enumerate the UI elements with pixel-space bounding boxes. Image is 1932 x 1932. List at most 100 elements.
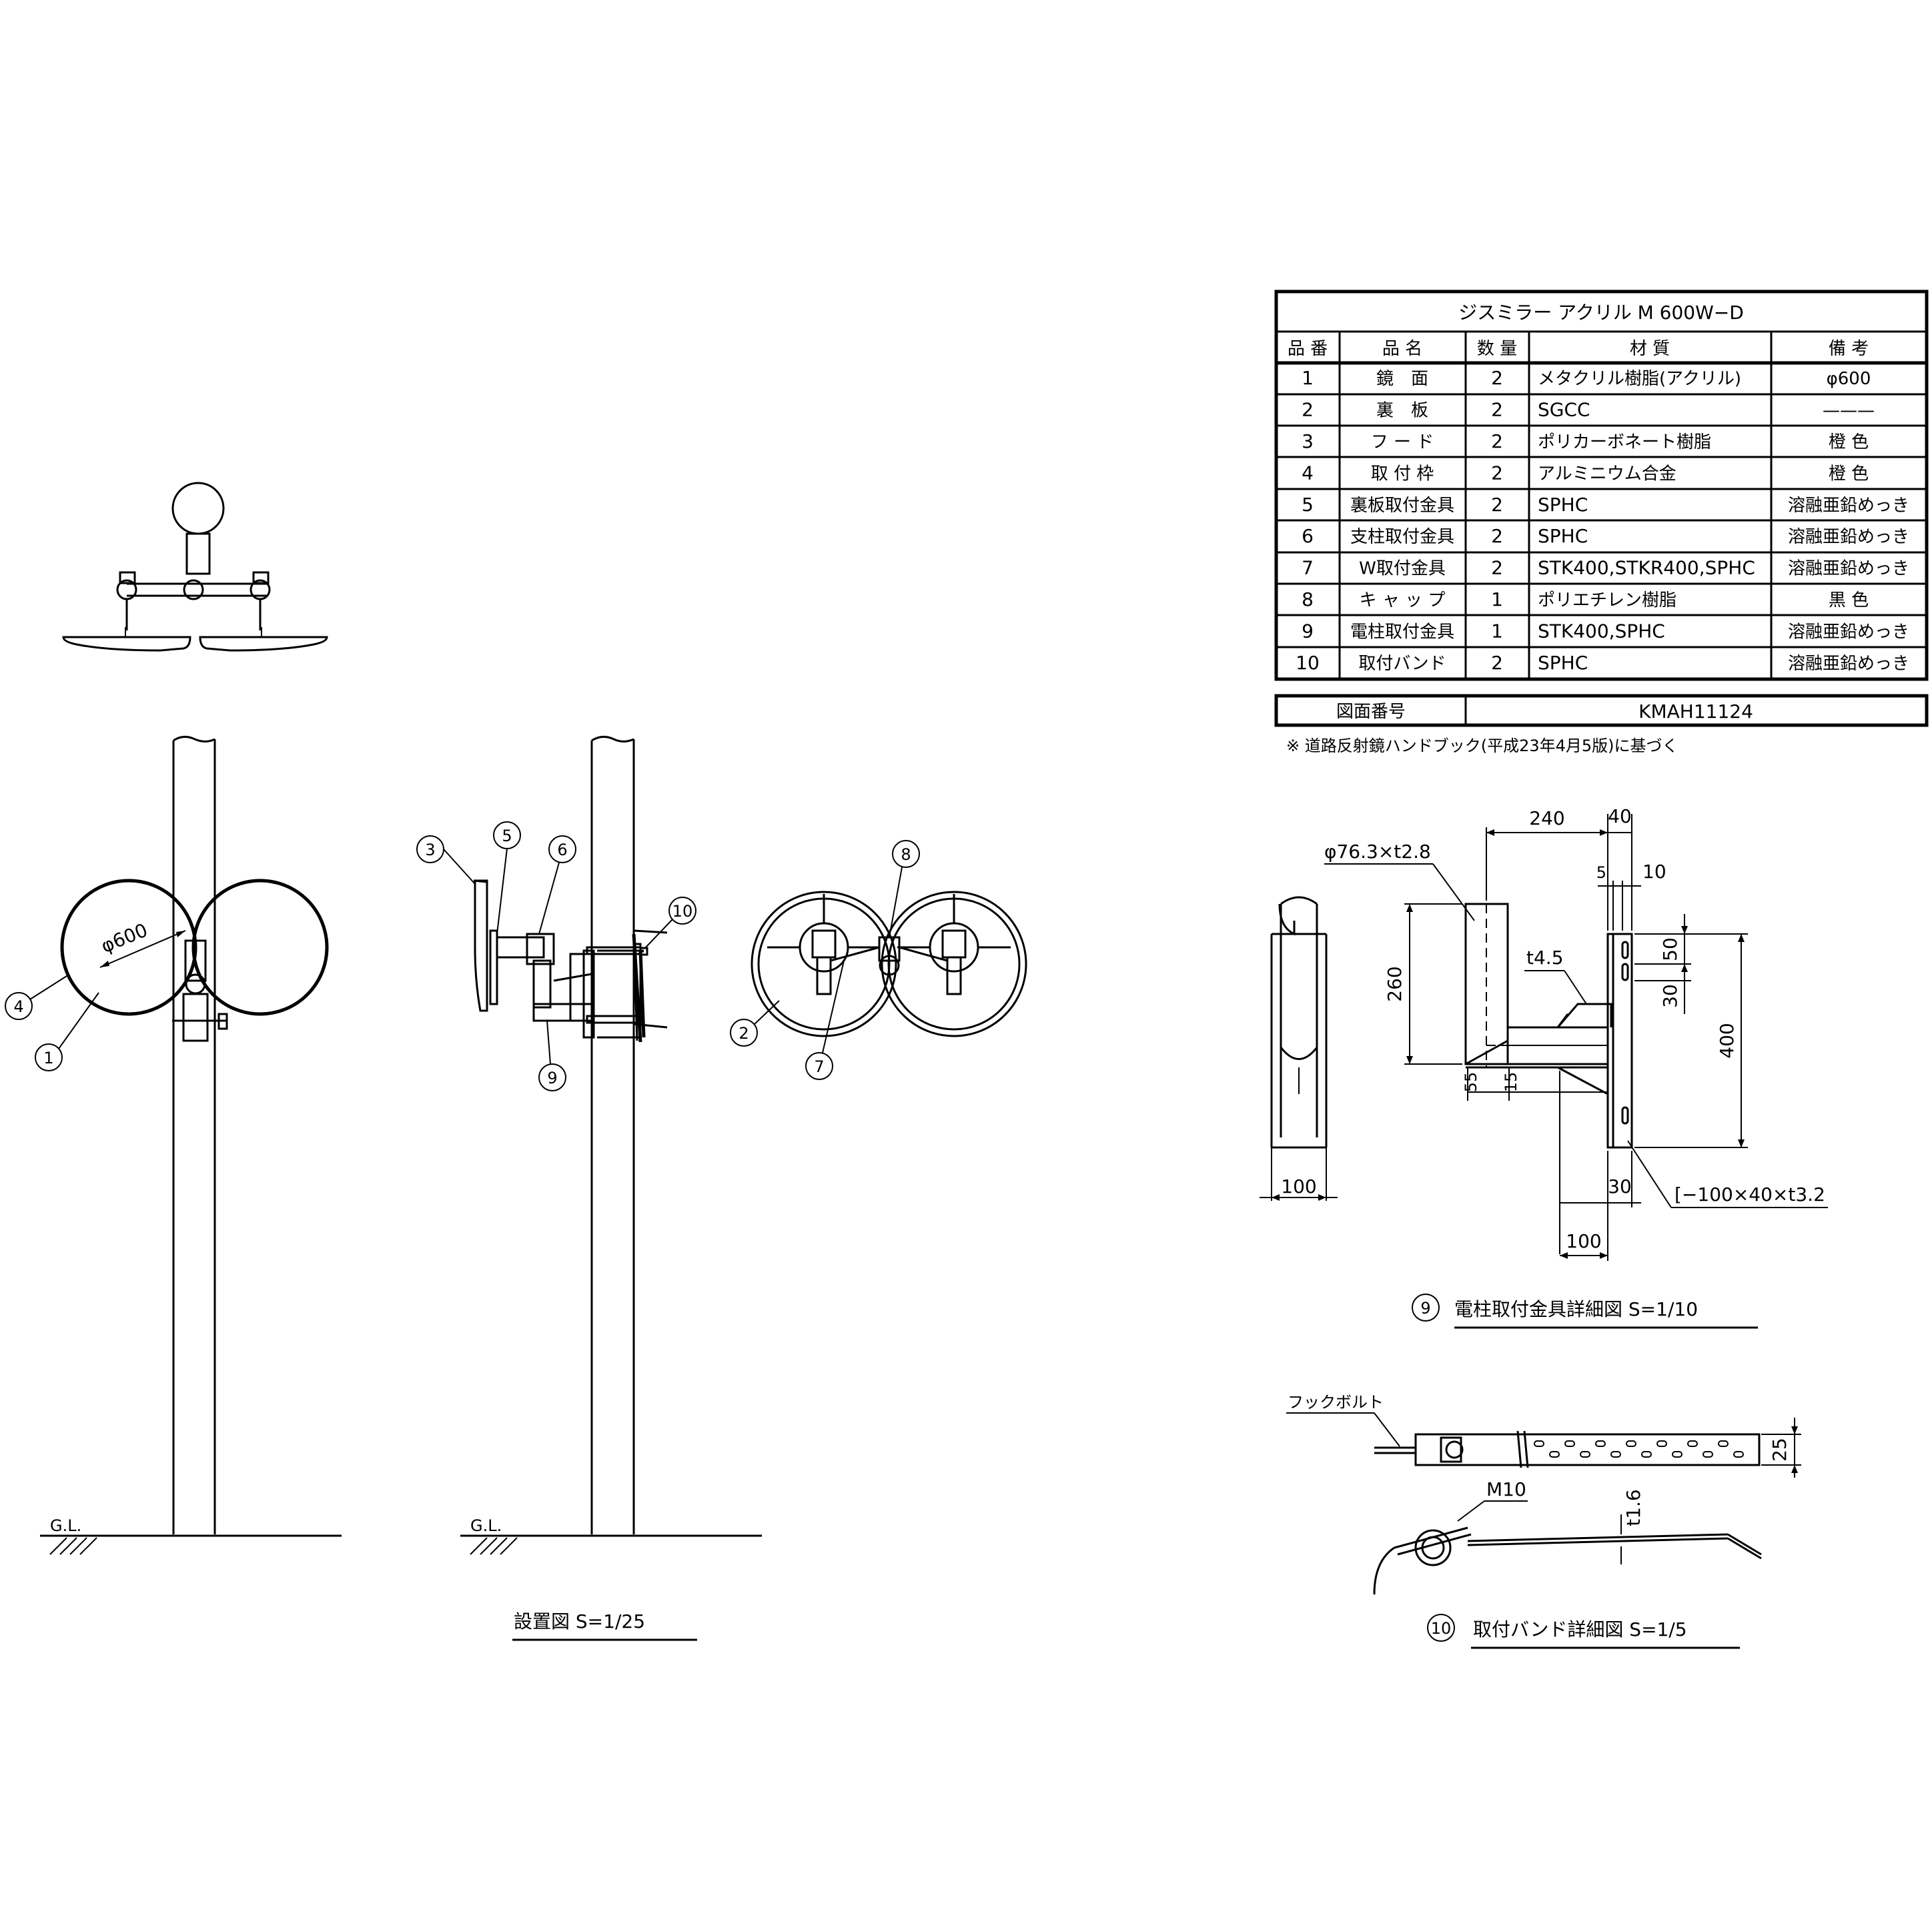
callout-6: 6 [538, 835, 576, 935]
callouts: 1 4 3 5 6 9 10 [5, 821, 920, 1091]
drawing-number-box [1274, 694, 1929, 727]
thickness-label: t1.6 [1622, 1489, 1644, 1526]
cell-material: アルミニウム合金 [1538, 464, 1676, 484]
dim-30-bottom: 30 [1608, 1175, 1632, 1197]
cell-item-name: フ ー ド [1371, 432, 1434, 452]
header-remarks: 備 考 [1829, 339, 1869, 359]
cell-item-name: W取付金具 [1359, 559, 1446, 579]
cell-material: SPHC [1538, 525, 1588, 547]
cell-item-name: 裏板取付金具 [1350, 496, 1454, 516]
svg-text:2: 2 [739, 1024, 749, 1043]
dim-260: 260 [1384, 966, 1406, 1001]
front-view: G.L. φ600 [40, 736, 342, 1555]
cell-quantity: 2 [1491, 525, 1503, 547]
dim-40: 40 [1608, 805, 1632, 827]
svg-text:6: 6 [557, 841, 567, 859]
callout-1: 1 [35, 992, 99, 1071]
cell-quantity: 2 [1491, 557, 1503, 579]
spec-table-frame [1274, 290, 1929, 681]
ground-label-side: G.L. [470, 1516, 502, 1535]
cell-material: SPHC [1538, 494, 1588, 516]
cell-quantity: 2 [1491, 462, 1503, 484]
callout-4: 4 [5, 975, 67, 1020]
ground-hatch-front [49, 1537, 97, 1555]
band-slot [1641, 1451, 1652, 1458]
band-slot [1626, 1440, 1636, 1447]
ground-hatch-side [470, 1537, 518, 1555]
cell-material: STK400,STKR400,SPHC [1538, 557, 1755, 579]
header-item-no: 品 番 [1288, 339, 1328, 359]
svg-text:4: 4 [13, 997, 23, 1016]
cell-item-no: 3 [1302, 430, 1314, 452]
band-detail-badge: 10 [1431, 1619, 1452, 1638]
cell-remarks: 黒 色 [1829, 590, 1869, 610]
cell-item-name: 鏡 面 [1376, 369, 1428, 389]
dim-10: 10 [1642, 861, 1666, 883]
channel-label: [−100×40×t3.2 [1674, 1183, 1825, 1205]
cell-item-no: 8 [1302, 588, 1314, 610]
band-slot [1672, 1451, 1682, 1458]
cell-material: SGCC [1538, 399, 1590, 421]
header-item-name: 品 名 [1382, 339, 1422, 359]
callout-10: 10 [645, 897, 696, 948]
cell-item-name: 電柱取付金具 [1350, 622, 1454, 642]
cell-remarks: 溶融亜鉛めっき [1788, 559, 1909, 579]
band-slot [1703, 1451, 1713, 1458]
band-slot [1549, 1451, 1560, 1458]
footnote: ※ 道路反射鏡ハンドブック(平成23年4月5版)に基づく [1286, 737, 1678, 755]
hook-bolt-label: フックボルト [1288, 1393, 1384, 1412]
mirror-left-front [60, 879, 197, 1016]
cell-remarks: 溶融亜鉛めっき [1788, 622, 1909, 642]
callout-3: 3 [416, 835, 476, 885]
bracket-detail-badge: 9 [1420, 1299, 1430, 1318]
cell-quantity: 1 [1491, 620, 1503, 642]
band-detail: フックボルト 25 M10 t1.6 10 取付バンド詳細図 S=1/5 [1286, 1393, 1801, 1649]
plate-label: t4.5 [1526, 947, 1564, 969]
cell-remarks: 橙 色 [1829, 464, 1869, 484]
drawing-number-label: 図面番号 [1336, 702, 1406, 722]
cell-item-no: 7 [1302, 557, 1314, 579]
ground-label-front: G.L. [50, 1516, 81, 1535]
cell-remarks: ——— [1823, 401, 1875, 421]
callout-7: 7 [805, 960, 845, 1080]
header-quantity: 数 量 [1477, 339, 1517, 359]
cell-quantity: 2 [1491, 367, 1503, 389]
header-material: 材 質 [1630, 339, 1670, 359]
svg-text:3: 3 [425, 841, 435, 859]
svg-text:1: 1 [43, 1049, 53, 1067]
cell-item-name: 取 付 枠 [1371, 464, 1434, 484]
callout-5: 5 [493, 821, 521, 935]
dim-30-vertical: 30 [1659, 984, 1681, 1008]
band-slot [1718, 1440, 1729, 1447]
cell-remarks: 橙 色 [1829, 432, 1869, 452]
band-detail-caption: 取付バンド詳細図 S=1/5 [1473, 1618, 1687, 1640]
plan-view [62, 482, 328, 652]
mirror-right-front [191, 879, 329, 1016]
svg-text:7: 7 [814, 1057, 824, 1076]
svg-text:9: 9 [547, 1069, 557, 1087]
callout-9: 9 [538, 1020, 566, 1091]
band-width-dim: 25 [1769, 1438, 1791, 1462]
cell-item-no: 5 [1302, 494, 1314, 516]
callout-8: 8 [889, 840, 920, 938]
side-view: G.L. [460, 736, 762, 1555]
band-slot [1595, 1440, 1606, 1447]
cell-item-no: 10 [1296, 652, 1320, 674]
cell-material: SPHC [1538, 652, 1588, 674]
cell-remarks: 溶融亜鉛めっき [1788, 654, 1909, 674]
bolt-label: M10 [1486, 1478, 1526, 1500]
cell-quantity: 2 [1491, 494, 1503, 516]
pipe-label: φ76.3×t2.8 [1324, 841, 1431, 863]
band-slot [1687, 1440, 1698, 1447]
callout-2: 2 [730, 1000, 780, 1047]
cell-item-name: 裏 板 [1376, 401, 1428, 421]
cell-material: STK400,SPHC [1538, 620, 1665, 642]
bracket-detail-caption: 電柱取付金具詳細図 S=1/10 [1454, 1298, 1698, 1320]
band-slot [1733, 1451, 1744, 1458]
dim-50: 50 [1659, 937, 1681, 961]
diameter-label: φ600 [98, 919, 151, 957]
dim-55: 55 [1462, 1072, 1480, 1093]
cell-quantity: 2 [1491, 652, 1503, 674]
